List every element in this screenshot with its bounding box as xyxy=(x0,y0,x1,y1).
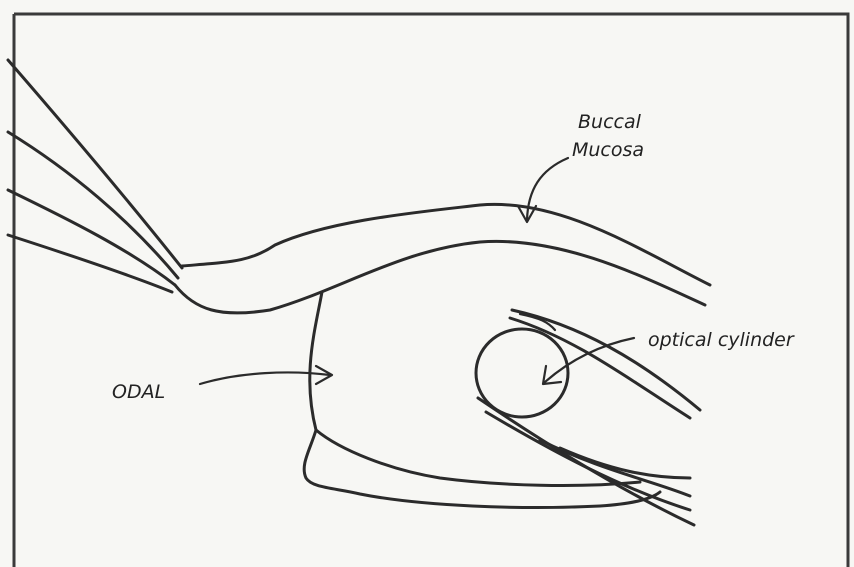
label-odal: ODAL xyxy=(112,381,165,403)
label-optical-cylinder: optical cylinder xyxy=(648,329,795,351)
cylinder-forceps-upper xyxy=(510,310,700,418)
arrow-buccal xyxy=(518,158,568,222)
forceps xyxy=(8,60,182,292)
label-mucosa: Mucosa xyxy=(572,139,644,161)
label-buccal: Buccal xyxy=(578,111,642,133)
arrow-odal xyxy=(200,366,332,384)
buccal-mucosa xyxy=(175,204,710,313)
frame-border xyxy=(14,14,848,567)
